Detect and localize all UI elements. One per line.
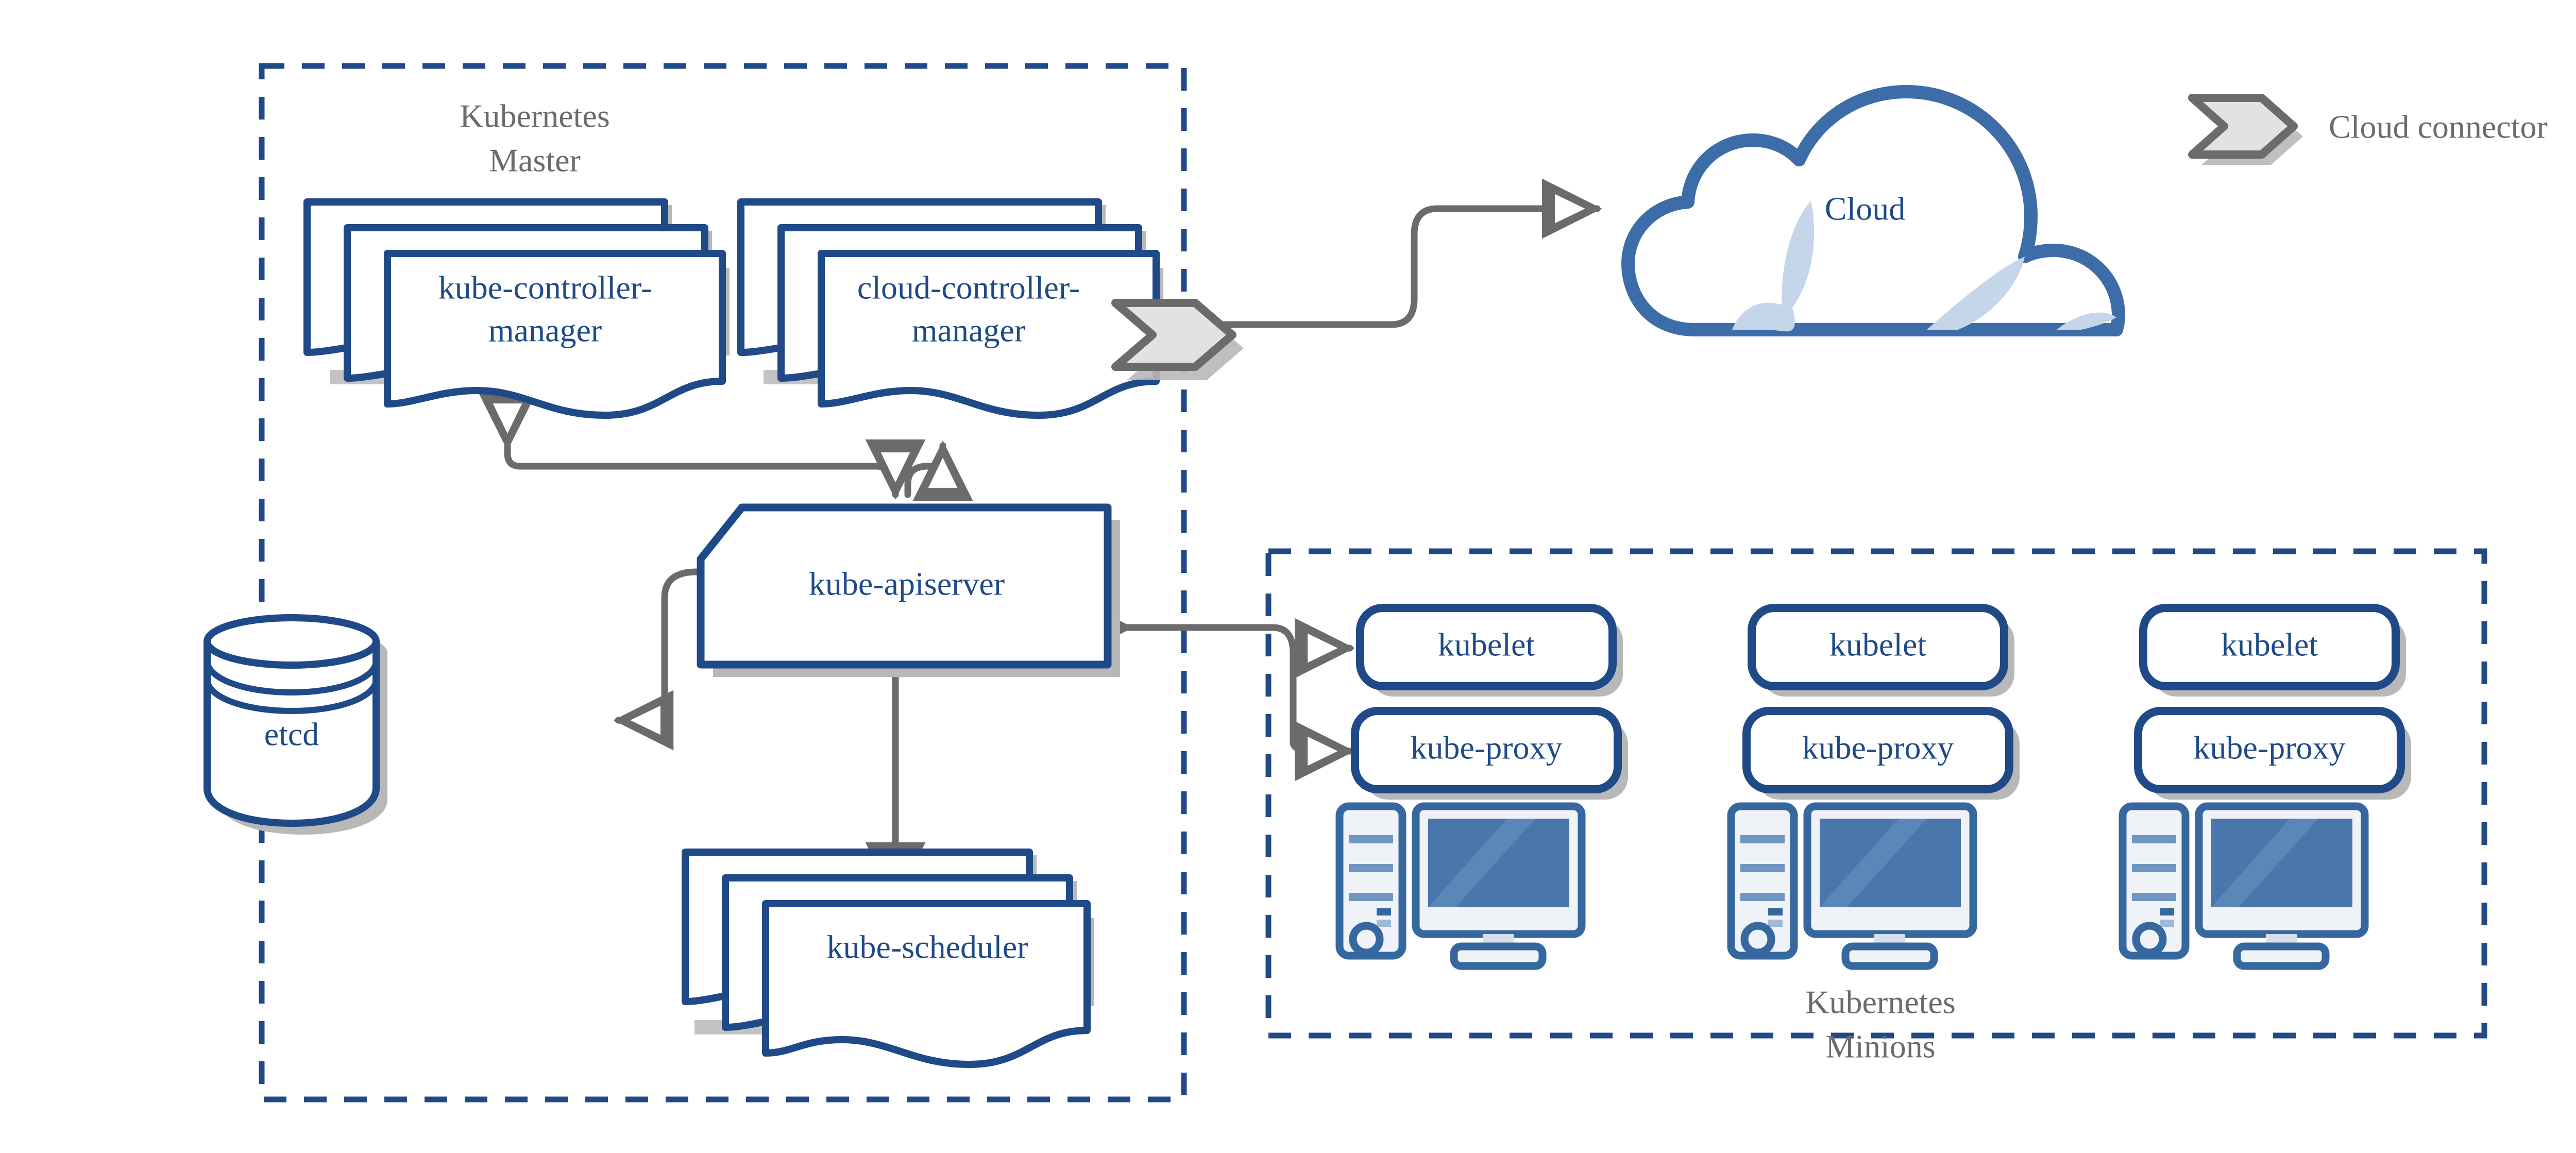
minion-3-kubelet-body (2139, 604, 2400, 690)
node-etcd[interactable]: etcd (204, 614, 387, 835)
node-cloud[interactable]: Cloud (1621, 85, 2125, 336)
ccm-sheet-front (818, 250, 1160, 419)
apiserver-body (697, 503, 1112, 669)
chevron-body (1111, 299, 1236, 371)
node-cloud-controller-manager[interactable]: cloud-controller- manager (737, 198, 1163, 419)
cloud-outline (1621, 85, 2125, 336)
kcm-label-line1: kube-controller- (438, 269, 652, 306)
etcd-label: etcd (264, 716, 319, 753)
minion-1-kubeproxy-pill[interactable]: kube-proxy (1351, 707, 1628, 800)
minion-2-kubeproxy-pill[interactable]: kube-proxy (1742, 707, 2020, 800)
scheduler-label: kube-scheduler (827, 929, 1028, 965)
node-kube-apiserver[interactable]: kube-apiserver (697, 503, 1120, 677)
kcm-label-line2: manager (488, 312, 602, 349)
kcm-sheet-front (384, 250, 726, 419)
legend: Cloud connector (2188, 94, 2548, 165)
master-zone-label-line1: Kubernetes (460, 98, 609, 134)
minion-2-kubeproxy-body (1742, 707, 2013, 793)
connector-bus-to-kubelet (1290, 618, 1355, 679)
minion-1-kubeproxy-label: kube-proxy (1410, 730, 1562, 766)
cloud-accents (1732, 201, 2116, 332)
connector-bus-left (477, 390, 926, 500)
legend-cloud-connector-icon (2188, 94, 2303, 165)
minion-3-kubeproxy-body (2134, 707, 2405, 793)
minion-3-kubelet-label: kubelet (2221, 626, 2318, 663)
minion-2-kubeproxy-label: kube-proxy (1802, 730, 1954, 766)
minion-3-kubeproxy-pill[interactable]: kube-proxy (2134, 707, 2411, 800)
minion-node-3: kubelet kube-proxy (2119, 604, 2411, 970)
connector-apiserver-etcd (613, 541, 752, 751)
minion-2-kubelet-label: kubelet (1829, 626, 1927, 663)
minion-1-kubelet-pill[interactable]: kubelet (1356, 604, 1623, 697)
connector-bus-right (904, 440, 973, 501)
cloud-label: Cloud (1825, 191, 1905, 227)
minion-1-kubelet-label: kubelet (1438, 626, 1535, 663)
minions-zone-label-line2: Minions (1825, 1028, 1935, 1065)
etcd-top-ellipse (204, 614, 380, 669)
minion-1-kubeproxy-body (1351, 707, 1622, 793)
node-kube-controller-manager[interactable]: kube-controller- manager (303, 198, 730, 419)
master-zone-label-line2: Master (489, 142, 581, 179)
legend-chevron-body (2188, 94, 2298, 159)
minion-3-kubelet-pill[interactable]: kubelet (2139, 604, 2406, 697)
minion-2-kubelet-pill[interactable]: kubelet (1748, 604, 2014, 697)
minion-3-computer-icon (2119, 802, 2369, 970)
apiserver-label: kube-apiserver (809, 566, 1005, 602)
ccm-label-line2: manager (912, 312, 1025, 349)
zone-kubernetes-minions: Kubernetes Minions (1265, 548, 2487, 1065)
scheduler-sheet-front (762, 900, 1091, 1068)
minion-1-computer-icon (1335, 802, 1586, 970)
minions-zone-label-line1: Kubernetes (1805, 984, 1955, 1021)
minion-1-kubelet-body (1356, 604, 1617, 690)
legend-label: Cloud connector (2329, 109, 2548, 145)
node-kube-scheduler[interactable]: kube-scheduler (682, 849, 1094, 1068)
minion-node-2: kubelet kube-proxy (1727, 604, 2020, 970)
master-zone-dashed-border (259, 63, 1187, 1103)
ccm-label-line1: cloud-controller- (857, 269, 1080, 306)
minion-2-kubelet-body (1748, 604, 2008, 690)
connector-cloudcontroller-cloud (1205, 178, 1602, 328)
connector-layer (477, 178, 1602, 903)
minion-2-computer-icon (1727, 802, 1977, 970)
connector-bus-to-kubeproxy (1290, 661, 1355, 782)
cloud-connector-chevron-icon[interactable] (1111, 299, 1244, 380)
minion-node-1: kubelet kube-proxy (1335, 604, 1628, 970)
etcd-ring-1 (204, 660, 379, 696)
etcd-ring-2 (204, 679, 379, 715)
zone-kubernetes-master: Kubernetes Master (259, 63, 1187, 1103)
minions-zone-dashed-border (1265, 548, 2487, 1039)
minion-3-kubeproxy-label: kube-proxy (2193, 730, 2345, 766)
